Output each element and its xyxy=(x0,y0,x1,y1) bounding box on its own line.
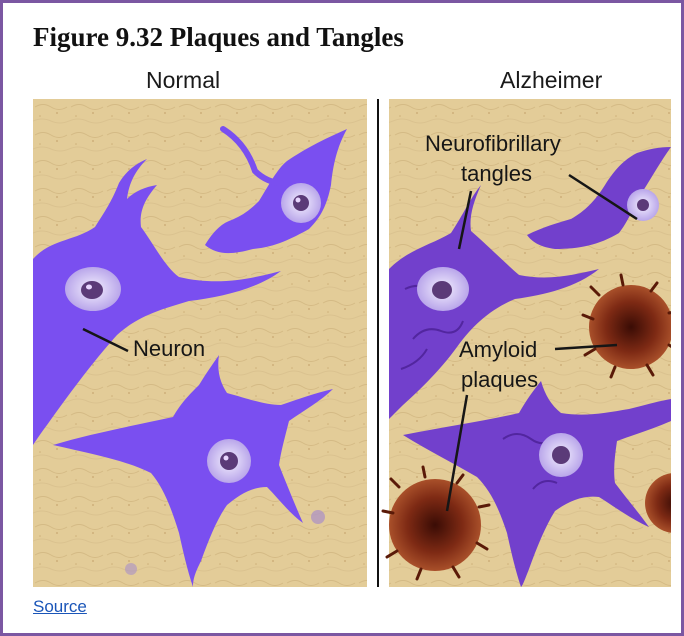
normal-panel-heading: Normal xyxy=(146,67,220,94)
alzheimer-panel: Neurofibrillary tangles Amyloid plaques xyxy=(383,99,671,587)
plaques-tangles-illustration: Neuron xyxy=(33,99,671,587)
neuron-label: Neuron xyxy=(133,336,205,361)
alzheimer-panel-heading: Alzheimer xyxy=(500,67,602,94)
figure-title: Figure 9.32 Plaques and Tangles xyxy=(33,22,404,53)
tangles-label-line2: tangles xyxy=(461,161,532,186)
normal-panel: Neuron xyxy=(33,99,367,587)
tangles-label-line1: Neurofibrillary xyxy=(425,131,561,156)
plaques-label-line1: Amyloid xyxy=(459,337,537,362)
plaques-label-line2: plaques xyxy=(461,367,538,392)
source-link[interactable]: Source xyxy=(33,597,87,617)
